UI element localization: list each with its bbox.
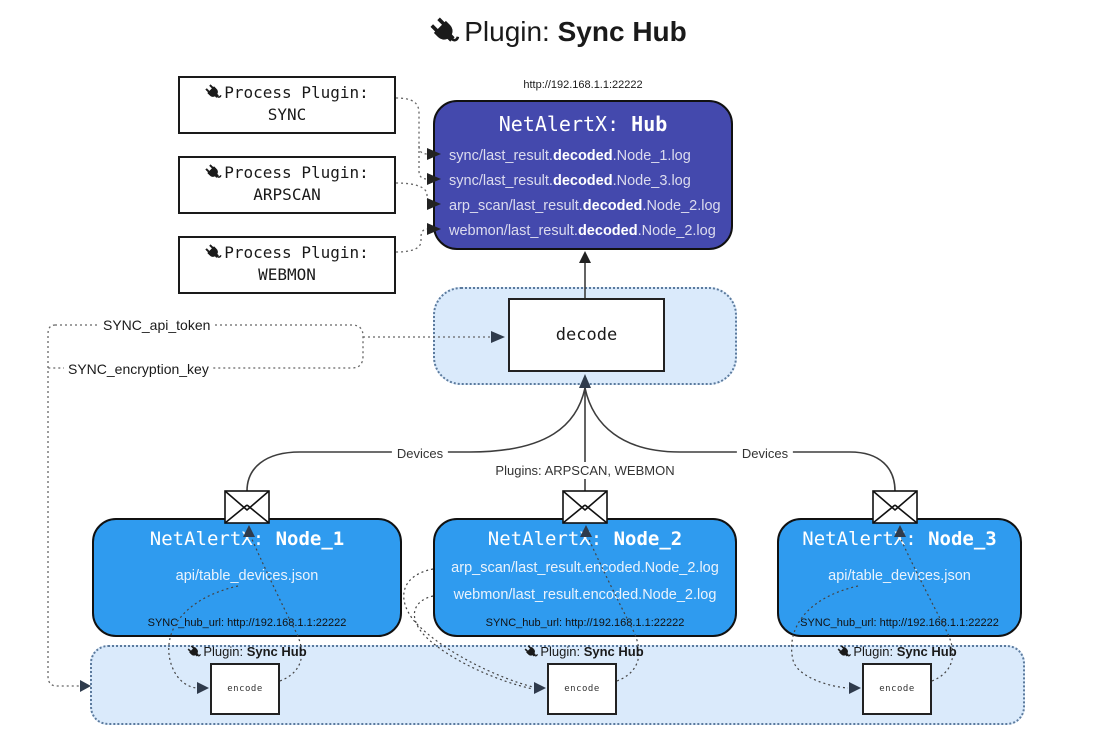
process-plugin-name: SYNC: [267, 105, 307, 124]
hub-log-line: sync/last_result.decoded.Node_1.log: [435, 144, 731, 169]
page-title-bold: Sync Hub: [557, 16, 687, 47]
plug-icon: [205, 244, 222, 261]
band-plugin-prefix: Plugin:: [203, 644, 247, 659]
log-pre: arp_scan/last_result.: [449, 198, 583, 214]
band-plugin-bold: Sync Hub: [896, 644, 957, 659]
node-footer: SYNC_hub_url: http://192.168.1.1:22222: [147, 617, 347, 629]
encode-box: encode: [547, 663, 617, 715]
node-title-prefix: NetAlertX:: [802, 528, 929, 550]
node-title: NetAlertX: Node_3: [779, 528, 1020, 550]
band-plugin-prefix: Plugin:: [540, 644, 584, 659]
node-files: arp_scan/last_result.encoded.Node_2.log …: [435, 555, 735, 609]
process-plugin-label: Process Plugin:: [224, 83, 369, 102]
node-title-prefix: NetAlertX:: [149, 528, 276, 550]
hub-url: http://192.168.1.1:22222: [523, 79, 643, 91]
decode-box: decode: [508, 298, 665, 372]
log-pre: sync/last_result.: [449, 148, 553, 164]
process-plugin-name: WEBMON: [258, 265, 316, 284]
node-file: arp_scan/last_result.encoded.Node_2.log: [451, 560, 719, 576]
edge-label-devices-left: Devices: [391, 445, 449, 462]
plugin-to-hub-connectors: [395, 97, 434, 253]
node-footer: SYNC_hub_url: http://192.168.1.1:22222: [800, 617, 999, 629]
page-title-prefix: Plugin:: [464, 16, 558, 47]
node-file: api/table_devices.json: [828, 568, 971, 584]
node-title-name: Node_1: [275, 528, 345, 550]
node-box-node-3: NetAlertX: Node_3 api/table_devices.json…: [777, 518, 1022, 637]
hub-log-list: sync/last_result.decoded.Node_1.log sync…: [435, 144, 731, 244]
plug-icon: [205, 164, 222, 181]
node-title: NetAlertX: Node_1: [94, 528, 400, 550]
node-box-node-2: NetAlertX: Node_2 arp_scan/last_result.e…: [433, 518, 737, 637]
edge-label-devices-right: Devices: [736, 445, 794, 462]
node-footer: SYNC_hub_url: http://192.168.1.1:22222: [485, 617, 685, 629]
node-title-prefix: NetAlertX:: [487, 528, 614, 550]
hub-title-name: Hub: [631, 112, 668, 136]
hub-log-line: arp_scan/last_result.decoded.Node_2.log: [435, 194, 731, 219]
log-post: .Node_2.log: [637, 223, 716, 239]
band-plugin-label: Plugin: Sync Hub: [837, 644, 957, 659]
hub-log-line: webmon/last_result.decoded.Node_2.log: [435, 219, 731, 244]
process-plugin-box-arpscan: Process Plugin: ARPSCAN: [178, 156, 396, 214]
process-plugin-box-webmon: Process Plugin: WEBMON: [178, 236, 396, 294]
hub-log-line: sync/last_result.decoded.Node_3.log: [435, 169, 731, 194]
node-file: webmon/last_result.encoded.Node_2.log: [453, 587, 717, 603]
process-plugin-label: Process Plugin:: [224, 163, 369, 182]
node-box-node-1: NetAlertX: Node_1 api/table_devices.json…: [92, 518, 402, 637]
encode-box: encode: [862, 663, 932, 715]
plug-icon: [524, 645, 538, 659]
band-plugin-label: Plugin: Sync Hub: [187, 644, 307, 659]
node-title: NetAlertX: Node_2: [435, 528, 735, 550]
hub-box: NetAlertX: Hub sync/last_result.decoded.…: [433, 100, 733, 250]
log-bold: decoded: [577, 223, 638, 239]
node-file: api/table_devices.json: [175, 568, 319, 584]
plug-icon: [430, 17, 460, 47]
page-title: Plugin: Sync Hub: [0, 16, 1117, 48]
node-files: api/table_devices.json: [94, 563, 400, 590]
plug-icon: [187, 645, 201, 659]
log-bold: decoded: [552, 148, 613, 164]
plug-icon: [837, 645, 851, 659]
band-plugin-label: Plugin: Sync Hub: [524, 644, 644, 659]
hub-title: NetAlertX: Hub: [435, 112, 731, 136]
log-post: .Node_3.log: [612, 173, 691, 189]
band-plugin-bold: Sync Hub: [246, 644, 307, 659]
node-title-name: Node_2: [613, 528, 683, 550]
process-plugin-box-sync: Process Plugin: SYNC: [178, 76, 396, 134]
log-post: .Node_1.log: [612, 148, 691, 164]
plug-icon: [205, 84, 222, 101]
encode-box: encode: [210, 663, 280, 715]
label-sync-encryption-key: SYNC_encryption_key: [64, 360, 213, 378]
log-bold: decoded: [552, 173, 613, 189]
process-plugin-label: Process Plugin:: [224, 243, 369, 262]
node-title-name: Node_3: [928, 528, 997, 550]
log-pre: sync/last_result.: [449, 173, 553, 189]
log-bold: decoded: [582, 198, 643, 214]
process-plugin-name: ARPSCAN: [253, 185, 321, 204]
band-plugin-prefix: Plugin:: [853, 644, 897, 659]
node-files: api/table_devices.json: [779, 563, 1020, 590]
log-post: .Node_2.log: [642, 198, 721, 214]
edge-label-plugins-center: Plugins: ARPSCAN, WEBMON: [490, 462, 680, 479]
log-pre: webmon/last_result.: [449, 223, 578, 239]
band-plugin-bold: Sync Hub: [583, 644, 644, 659]
label-sync-api-token: SYNC_api_token: [99, 316, 215, 334]
hub-title-prefix: NetAlertX:: [498, 112, 632, 136]
